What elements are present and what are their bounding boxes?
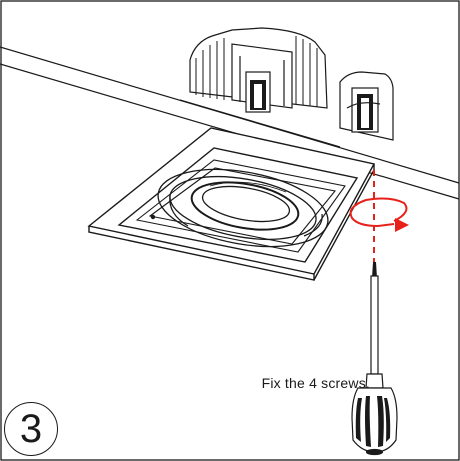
gimbal-ring [157,168,329,248]
clockwise-arrow-icon [349,197,408,227]
arrow-head [395,218,409,232]
screwdriver-icon [351,262,398,456]
ceiling-plane-front [179,99,341,148]
screw-hole [150,214,156,220]
step-number-badge: 3 [4,402,58,456]
heatsink [189,27,328,113]
instruction-caption: Fix the 4 screws. [261,375,370,391]
spring-clip [339,71,394,141]
